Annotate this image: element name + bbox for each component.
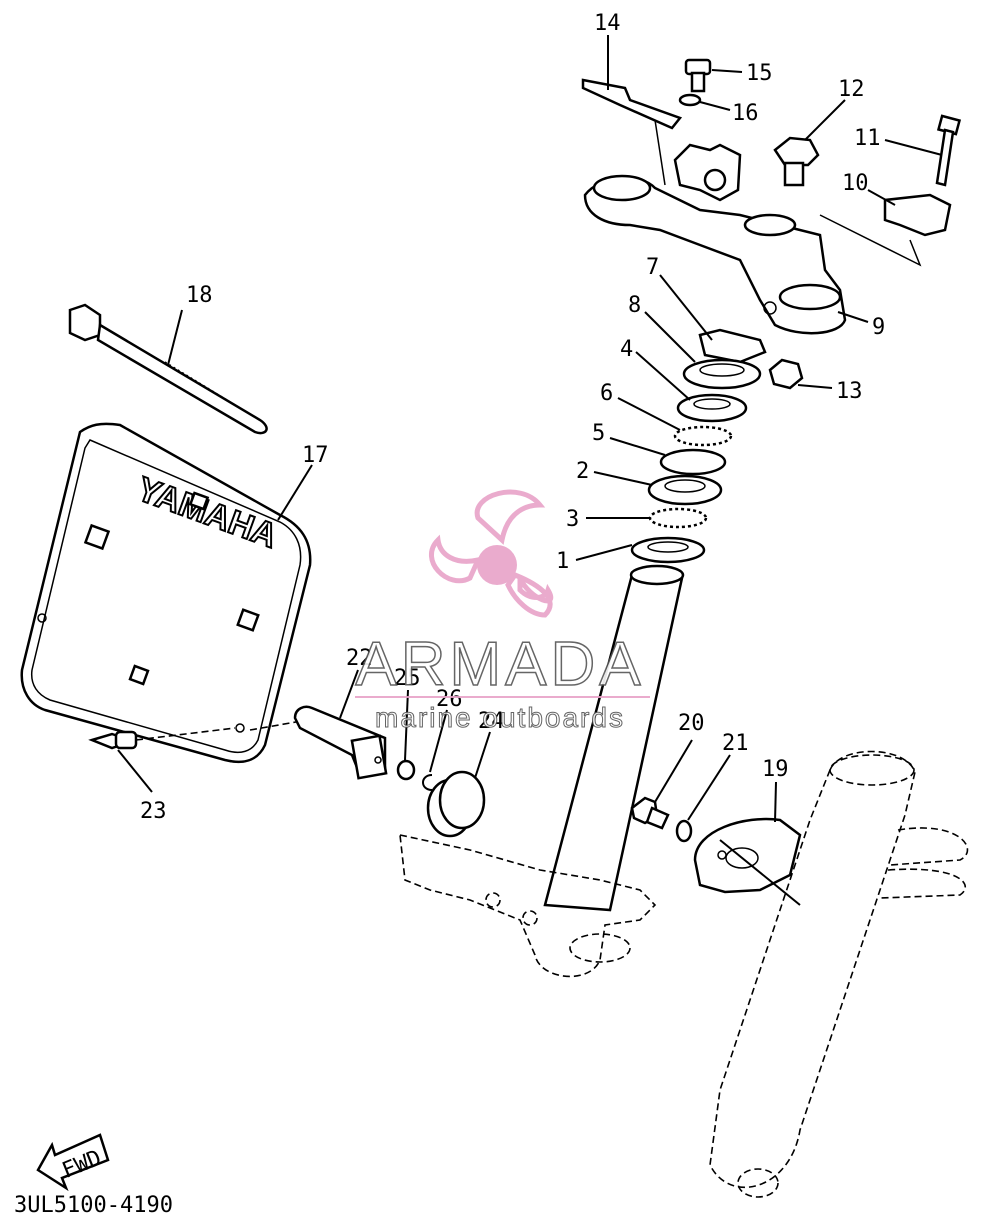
bolt-11-part (935, 114, 962, 187)
callout-14: 14 (594, 11, 621, 36)
callout-9: 9 (872, 315, 885, 340)
callout-17: 17 (302, 443, 329, 468)
callout-8: 8 (628, 293, 641, 318)
bracket-19-part (693, 817, 802, 906)
watermark-tagline: marine outboards (375, 702, 625, 733)
clip-26-part (422, 774, 433, 791)
cable-tie-18-part (68, 303, 268, 435)
callout-6: 6 (600, 381, 613, 406)
rivet-23-part (88, 727, 236, 750)
callout-1: 1 (556, 549, 569, 574)
callout-2: 2 (576, 459, 589, 484)
callout-labels: 1 2 3 4 5 6 7 8 9 10 11 12 13 14 15 16 1… (140, 11, 885, 824)
plug-24-part (426, 770, 486, 838)
callout-21: 21 (722, 731, 749, 756)
callout-24: 24 (478, 709, 505, 734)
bracket-14-part (581, 78, 683, 130)
lower-bracket-outline (399, 833, 657, 978)
upper-bracket-cap-part (883, 193, 952, 237)
steering-stem-part (543, 564, 685, 912)
number-plate-17-part: YAMAHA (20, 422, 312, 764)
washer-21-part (675, 819, 693, 843)
callout-19: 19 (762, 757, 789, 782)
callout-4: 4 (620, 337, 633, 362)
watermark-brand: ARMADA (355, 630, 644, 699)
bolt-20-part (630, 796, 670, 830)
bolt-12-part (773, 136, 820, 187)
callout-10: 10 (842, 171, 869, 196)
armada-watermark: ARMADA marine outboards (355, 489, 650, 734)
washer-16-part (678, 93, 702, 107)
propeller-logo-icon (429, 489, 554, 618)
diagram-code: 3UL5100-4190 (14, 1193, 173, 1218)
callout-18: 18 (186, 283, 213, 308)
leader-lines (117, 35, 943, 823)
callout-26: 26 (436, 687, 463, 712)
callout-11: 11 (854, 126, 881, 151)
bearing-stack (630, 328, 767, 564)
fwd-arrow-icon: FWD (36, 1133, 110, 1192)
callout-3: 3 (566, 507, 579, 532)
cap-nut-13-part (768, 358, 804, 390)
callout-22: 22 (346, 646, 373, 671)
callout-7: 7 (646, 255, 659, 280)
callout-12: 12 (838, 77, 865, 102)
callout-25: 25 (394, 666, 421, 691)
callout-23: 23 (140, 799, 167, 824)
callout-16: 16 (732, 101, 759, 126)
washer-25-part (396, 759, 416, 781)
upper-bracket-part (583, 119, 922, 335)
fork-tube-outline (709, 750, 969, 1198)
callout-15: 15 (746, 61, 773, 86)
callout-13: 13 (836, 379, 863, 404)
bracket-22-part (249, 705, 388, 780)
callout-20: 20 (678, 711, 705, 736)
callout-5: 5 (592, 421, 605, 446)
bolt-15-part (684, 58, 712, 93)
